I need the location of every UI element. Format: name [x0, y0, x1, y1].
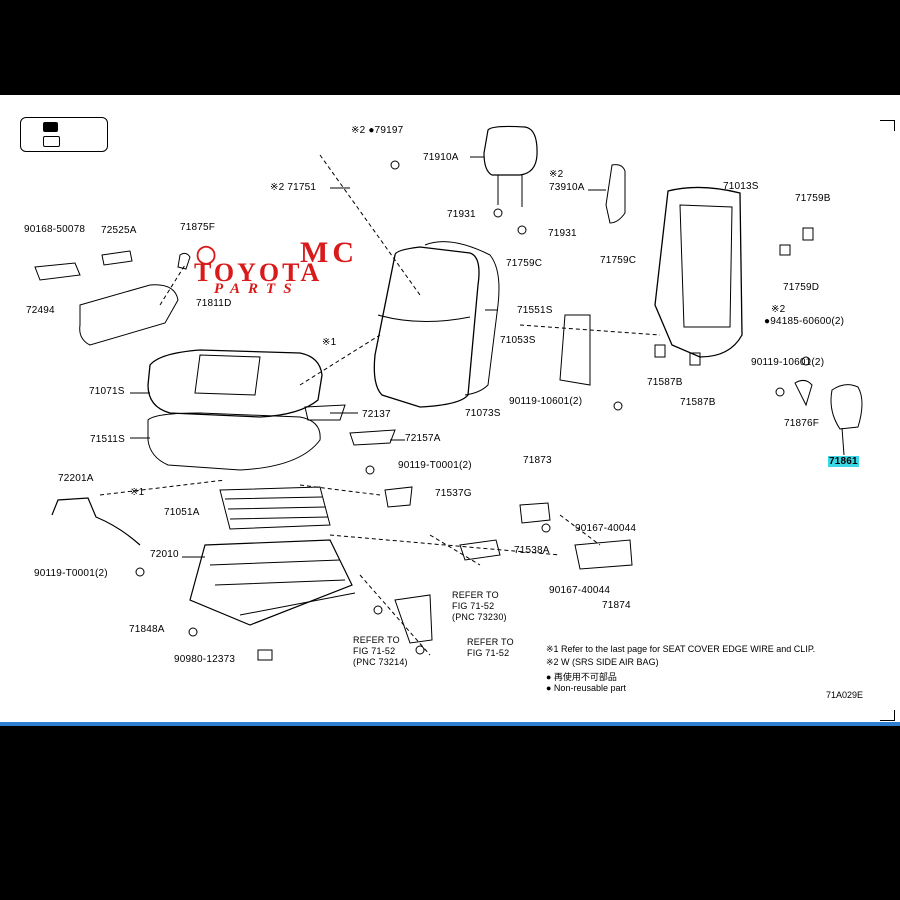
- part-label[interactable]: ●94185-60600(2): [764, 316, 845, 327]
- part-label[interactable]: 73910A: [549, 182, 585, 193]
- footnote-2: ※2 W (SRS SIDE AIR BAG): [546, 657, 659, 667]
- part-label[interactable]: 71538A: [514, 545, 550, 556]
- part-label[interactable]: ※2 71751: [270, 182, 317, 193]
- refer-to-label[interactable]: REFER TO FIG 71-52 (PNC 73230): [452, 590, 507, 623]
- part-label[interactable]: 71875F: [180, 222, 216, 233]
- ref-line: REFER TO: [467, 637, 514, 647]
- ref-line: REFER TO: [452, 590, 499, 600]
- part-label[interactable]: 71759B: [795, 193, 831, 204]
- part-label[interactable]: 71811D: [196, 298, 232, 309]
- footnote-3: ● 再使用不可部品: [546, 672, 617, 682]
- parts-diagram-art: [34, 125, 863, 661]
- part-label[interactable]: 72494: [26, 305, 55, 316]
- viewer-bottom-edge: [0, 722, 900, 726]
- footnote-4: ● Non-reusable part: [546, 683, 626, 693]
- part-label[interactable]: 71013S: [723, 181, 759, 192]
- part-label[interactable]: ※2: [771, 304, 786, 315]
- recliner-cover-shape: [79, 284, 179, 346]
- watermark-mc: MC: [300, 236, 358, 269]
- part-label[interactable]: 71071S: [89, 386, 125, 397]
- part-label[interactable]: 72137: [362, 409, 391, 420]
- part-label[interactable]: 71587B: [647, 377, 683, 388]
- part-label[interactable]: 90980-12373: [174, 654, 236, 665]
- part-label-highlighted[interactable]: 71861: [828, 456, 859, 467]
- part-label[interactable]: 71873: [523, 455, 552, 466]
- seat-cushion-shape: [147, 349, 323, 418]
- ref-line: (PNC 73214): [353, 657, 408, 667]
- part-label[interactable]: 90119-10601(2): [751, 357, 825, 368]
- ref-line: (PNC 73230): [452, 612, 507, 622]
- watermark-toyota: TOYOTA: [194, 258, 323, 287]
- part-label[interactable]: 72525A: [101, 225, 137, 236]
- refer-to-label[interactable]: REFER TO FIG 71-52: [467, 637, 514, 659]
- part-label[interactable]: ※1: [130, 487, 145, 498]
- part-label[interactable]: 90167-40044: [549, 585, 611, 596]
- part-label[interactable]: 71051A: [164, 507, 200, 518]
- part-label[interactable]: 71759C: [600, 255, 637, 266]
- part-label[interactable]: 71759D: [783, 282, 820, 293]
- top-black-bar: [0, 0, 900, 95]
- part-label[interactable]: 71848A: [129, 624, 165, 635]
- fasteners-group: [34, 160, 814, 661]
- cushion-frame-shape: [219, 486, 331, 530]
- legend-filled-swatch: [43, 122, 58, 132]
- part-label[interactable]: 71511S: [90, 434, 125, 445]
- legend-empty-swatch: [43, 136, 60, 147]
- ref-line: FIG 71-52: [452, 601, 495, 611]
- part-label[interactable]: 71931: [447, 209, 476, 220]
- part-label[interactable]: 90119-T0001(2): [34, 568, 108, 579]
- bottom-black-bar: [0, 726, 900, 900]
- refer-to-label[interactable]: REFER TO FIG 71-52 (PNC 73214): [353, 635, 408, 668]
- corner-mark-bottom: [880, 710, 895, 721]
- part-label[interactable]: 71587B: [680, 397, 716, 408]
- edge-wire-shape: [51, 497, 141, 546]
- part-label[interactable]: 71876F: [784, 418, 820, 429]
- diagram-viewer[interactable]: [0, 95, 900, 725]
- part-label[interactable]: 71537G: [435, 488, 472, 499]
- part-label[interactable]: 71910A: [423, 152, 459, 163]
- watermark-toyota-logo-icon: ◯: [196, 244, 217, 264]
- part-label[interactable]: 72201A: [58, 473, 94, 484]
- part-label[interactable]: 71759C: [506, 258, 543, 269]
- ref-line: FIG 71-52: [353, 646, 396, 656]
- watermark-parts: PARTS: [214, 281, 300, 297]
- part-label[interactable]: 71053S: [500, 335, 536, 346]
- part-label[interactable]: 71931: [548, 228, 577, 239]
- part-label[interactable]: ※2: [549, 169, 564, 180]
- part-label[interactable]: 72157A: [405, 433, 441, 444]
- ref-line: FIG 71-52: [467, 648, 510, 658]
- part-label[interactable]: 72010: [150, 549, 179, 560]
- part-label[interactable]: 71551S: [517, 305, 553, 316]
- diagram-code: 71A029E: [826, 690, 864, 700]
- part-label[interactable]: 71874: [602, 600, 631, 611]
- part-label[interactable]: 90168-50078: [24, 224, 86, 235]
- corner-mark-top: [880, 120, 895, 131]
- knob-shape: [830, 384, 863, 430]
- part-label[interactable]: 71073S: [465, 408, 501, 419]
- part-label[interactable]: ※2 ●79197: [351, 125, 404, 136]
- airbag-module-shape: [605, 164, 626, 224]
- legend-box: [20, 117, 108, 152]
- part-label[interactable]: ※1: [322, 337, 337, 348]
- headrest-shape: [483, 125, 538, 176]
- footnote-1: ※1 Refer to the last page for SEAT COVER…: [546, 644, 816, 654]
- part-label[interactable]: 90167-40044: [575, 523, 637, 534]
- seat-back-frame-shape: [654, 186, 743, 358]
- seat-track-shape: [189, 539, 353, 626]
- ref-line: REFER TO: [353, 635, 400, 645]
- part-label[interactable]: 90119-10601(2): [509, 396, 583, 407]
- cushion-pad-shape: [147, 412, 321, 471]
- seat-back-shape: [373, 246, 480, 408]
- part-label[interactable]: 90119-T0001(2): [398, 460, 472, 471]
